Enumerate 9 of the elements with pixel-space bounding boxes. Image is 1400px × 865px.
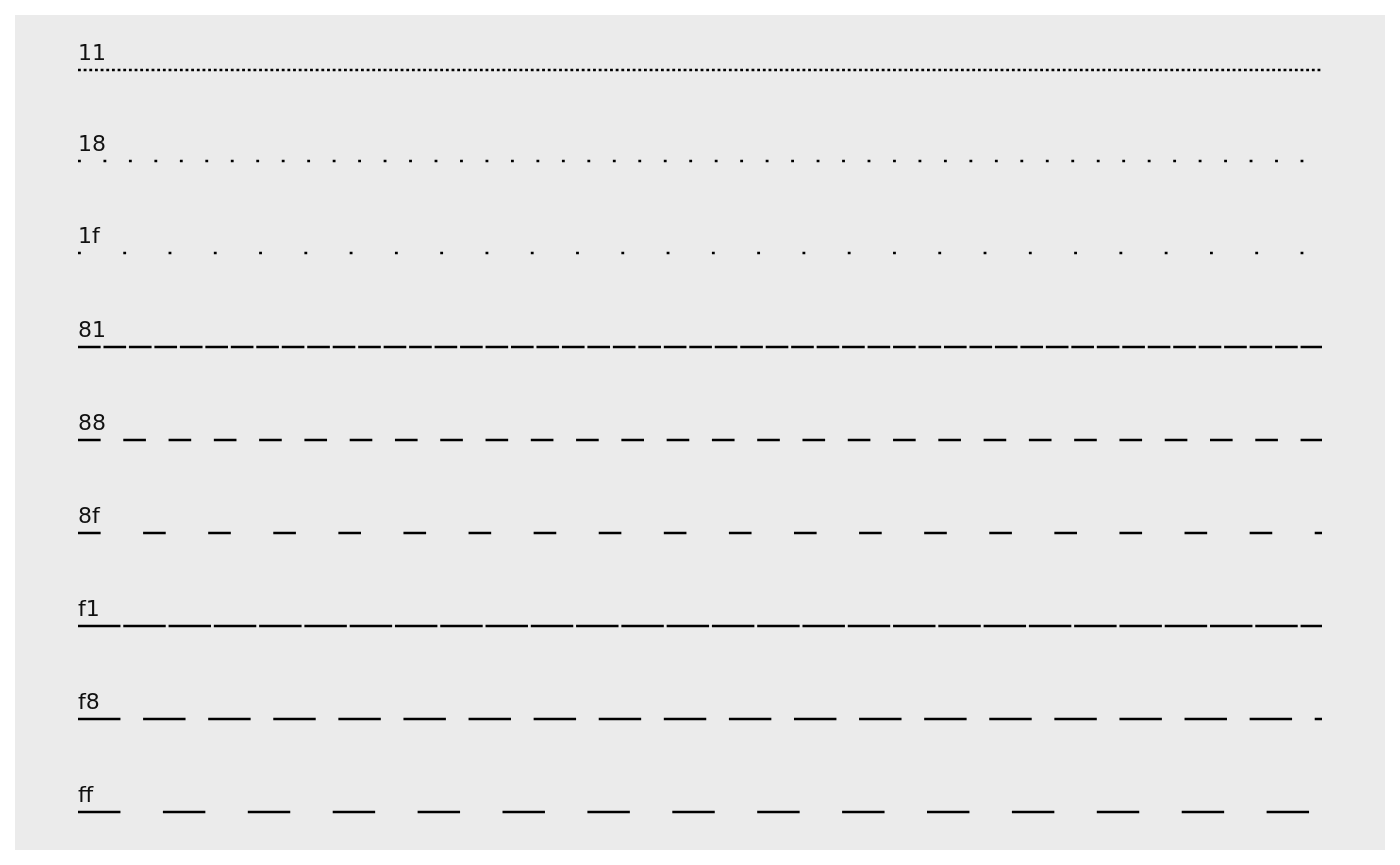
linetype-label: ff bbox=[78, 783, 94, 807]
linetype-label: 81 bbox=[78, 318, 106, 342]
linetype-label: 18 bbox=[78, 132, 106, 156]
linetype-label: 11 bbox=[78, 41, 106, 65]
linetype-label: f8 bbox=[78, 690, 100, 714]
linetype-label: 88 bbox=[78, 411, 106, 435]
linetype-label: 1f bbox=[78, 224, 100, 248]
linetype-label: 8f bbox=[78, 504, 100, 528]
linetype-label: f1 bbox=[78, 597, 100, 621]
